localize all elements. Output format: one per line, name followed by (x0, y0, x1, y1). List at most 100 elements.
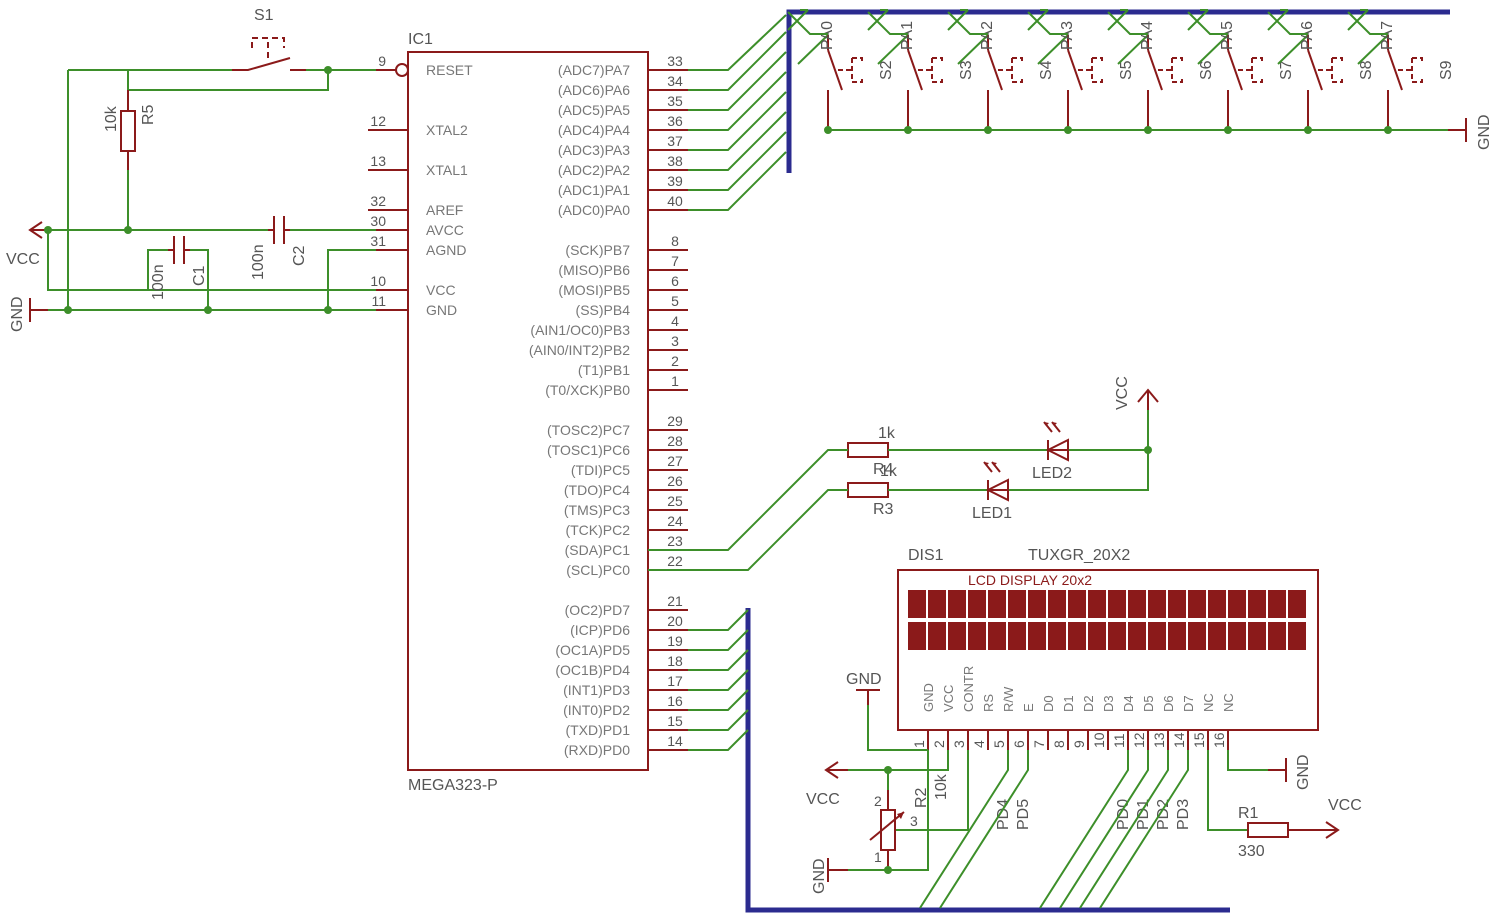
pushbutton-name: S4 (1038, 60, 1055, 80)
lcd-data-wire (1039, 750, 1129, 909)
ic1-pin-number: 40 (667, 193, 683, 209)
ic1-pin-number: 15 (667, 713, 683, 729)
lcd-pin-label: D5 (1141, 695, 1156, 712)
button-bus-wire (867, 11, 908, 35)
r4-name: R4 (873, 461, 894, 478)
vcc-left-symbol: VCC (6, 221, 48, 268)
led2-diode: LED2 (1032, 421, 1072, 482)
r5-resistor: 10k R5 (103, 90, 157, 170)
r5-value: 10k (103, 105, 120, 132)
ic1-pin-number: 4 (671, 313, 679, 329)
c1-name: C1 (191, 265, 208, 286)
lcd-pin-label: D3 (1101, 695, 1116, 712)
lcd-net-label: PD4 (995, 799, 1012, 830)
ic1-pin-number: 18 (667, 653, 683, 669)
lcd-cell (1068, 590, 1086, 618)
ic1-pin-label: (ADC0)PA0 (558, 202, 630, 218)
portd-wire (688, 629, 749, 651)
ic1-pin-label: (SDA)PC1 (565, 542, 631, 558)
pushbutton-net-label: PA0 (819, 21, 836, 50)
r3-resistor (847, 482, 889, 498)
ic1-value: MEGA323-P (408, 777, 498, 794)
c2-name: C2 (291, 245, 308, 266)
lcd-cell (1168, 622, 1186, 650)
r1-resistor (1247, 822, 1289, 838)
pushbutton-name: S9 (1438, 60, 1455, 80)
portd-bus-wires (688, 609, 749, 751)
ic1-pin-number: 12 (370, 113, 386, 129)
lcd-vcc-label: VCC (806, 791, 840, 808)
lcd-cell (1208, 590, 1226, 618)
lcd-cell (948, 622, 966, 650)
lcd-cell (1228, 622, 1246, 650)
pushbutton-net-label: PA4 (1139, 21, 1156, 50)
lcd-cell (948, 590, 966, 618)
lcd-pin-label: RS (981, 694, 996, 712)
porta-bus-wires (688, 14, 787, 211)
gnd-left-symbol: GND (9, 296, 48, 332)
lcd-gnd-right-label: GND (1295, 754, 1312, 790)
ic1-pin-label: VCC (426, 282, 456, 298)
lcd-cell (1008, 590, 1026, 618)
ic1-pin-number: 28 (667, 433, 683, 449)
ic1-pin-number: 10 (370, 273, 386, 289)
lcd-value: TUXGR_20X2 (1028, 547, 1130, 564)
lcd-net-label: PD0 (1115, 799, 1132, 830)
r2-value: 10k (933, 773, 950, 800)
led-vcc-label: VCC (1114, 376, 1131, 410)
ic1-pin-number: 32 (370, 193, 386, 209)
ic1-pin-number: 17 (667, 673, 683, 689)
ic1-pin-number: 19 (667, 633, 683, 649)
ic1-pin-number: 22 (667, 553, 683, 569)
lcd-cell (908, 590, 926, 618)
ic1-pin-label: (MISO)PB6 (558, 262, 630, 278)
pushbutton-name: S2 (878, 60, 895, 80)
lcd-gnd-bottom-label: GND (811, 858, 828, 894)
lcd-cell (1148, 622, 1166, 650)
ic1-pin-number: 6 (671, 273, 679, 289)
lcd-pin-number: 6 (1011, 740, 1027, 748)
lcd-pin-label: D0 (1041, 695, 1056, 712)
gnd-buttons-label: GND (1476, 114, 1493, 150)
button-bus-wire (1107, 11, 1148, 35)
lcd-cell (1268, 622, 1286, 650)
ic1-pin-number: 33 (667, 53, 683, 69)
lcd-cell (1208, 622, 1226, 650)
lcd-pin-number: 7 (1031, 740, 1047, 748)
ic1-pin-number: 37 (667, 133, 683, 149)
ic1-left-pins: 9RESET12XTAL213XTAL132AREF30AVCC31AGND10… (368, 53, 473, 318)
bus-bottom (745, 608, 1230, 913)
lcd-cell (1188, 622, 1206, 650)
lcd-pin-label: D1 (1061, 695, 1076, 712)
lcd-cell (1048, 590, 1066, 618)
vcc-left-label: VCC (6, 251, 40, 268)
r4-resistor (847, 442, 889, 458)
lcd-pin-number: 9 (1071, 740, 1087, 748)
pushbutton-net-label: PA3 (1059, 21, 1076, 50)
lcd-cell (1248, 622, 1266, 650)
ic1-pin-label: AGND (426, 242, 466, 258)
pushbutton-net-label: PA1 (899, 21, 916, 50)
lcd-net-label: PD3 (1175, 799, 1192, 830)
ic1-pin-label: (SS)PB4 (576, 302, 631, 318)
lcd-pin-number: 3 (951, 740, 967, 748)
buses (745, 9, 1450, 913)
ic1-name: IC1 (408, 31, 433, 48)
porta-wire (688, 111, 787, 171)
lcd-pin-number: 2 (931, 740, 947, 748)
ic1-pin-number: 24 (667, 513, 683, 529)
ic1-pin-label: (T1)PB1 (578, 362, 630, 378)
lcd-cell (968, 622, 986, 650)
lcd-cell (1068, 622, 1086, 650)
lcd-pin-number: 16 (1211, 732, 1227, 748)
lcd-cell (1288, 590, 1306, 618)
lcd-pin-number: 4 (971, 740, 987, 748)
led2-label: LED2 (1032, 465, 1072, 482)
porta-wire (688, 31, 787, 91)
lcd-pin-number: 13 (1151, 732, 1167, 748)
porta-wire (688, 91, 787, 151)
button-bus-wire (787, 11, 828, 35)
